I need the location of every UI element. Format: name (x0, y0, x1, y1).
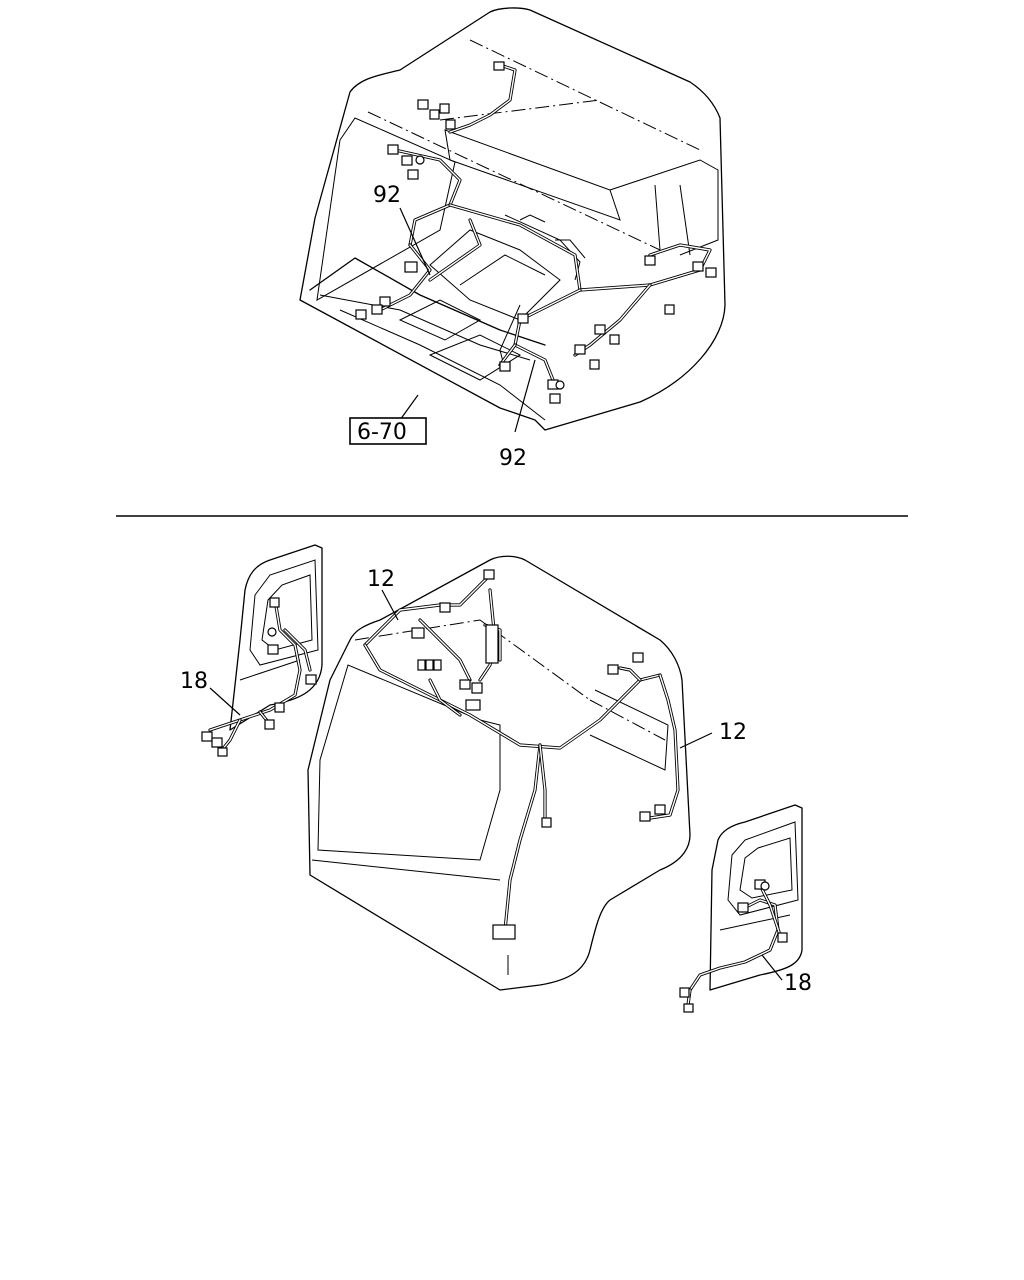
left-door-assembly: 18 (180, 544, 323, 757)
callout-92-bottom: 92 (499, 446, 527, 471)
cab-floor-assembly: 92 92 6-70 (299, 7, 726, 471)
leader-12-right (679, 732, 713, 749)
leader-92-bottom (514, 359, 536, 433)
ref-box-6-70[interactable]: 6-70 (357, 420, 407, 445)
roof-harness-connectors (411, 569, 666, 940)
callout-18-right: 18 (784, 971, 812, 996)
floor-harness-connectors (355, 61, 717, 404)
ref-box-frame[interactable] (349, 417, 427, 445)
cab-roof-assembly: 12 12 (307, 555, 747, 991)
leader-6-70 (399, 394, 419, 421)
floor-harness-wires (378, 63, 712, 387)
leader-12-left (381, 589, 399, 621)
callout-12-right: 12 (719, 720, 747, 745)
callout-92-top: 92 (373, 183, 401, 208)
callout-12-left: 12 (367, 567, 395, 592)
leader-18-right (761, 954, 783, 981)
leader-18-left (209, 687, 241, 716)
callout-18-left: 18 (180, 669, 208, 694)
leader-92-top (399, 207, 431, 276)
right-door-assembly: 18 (679, 804, 812, 1013)
